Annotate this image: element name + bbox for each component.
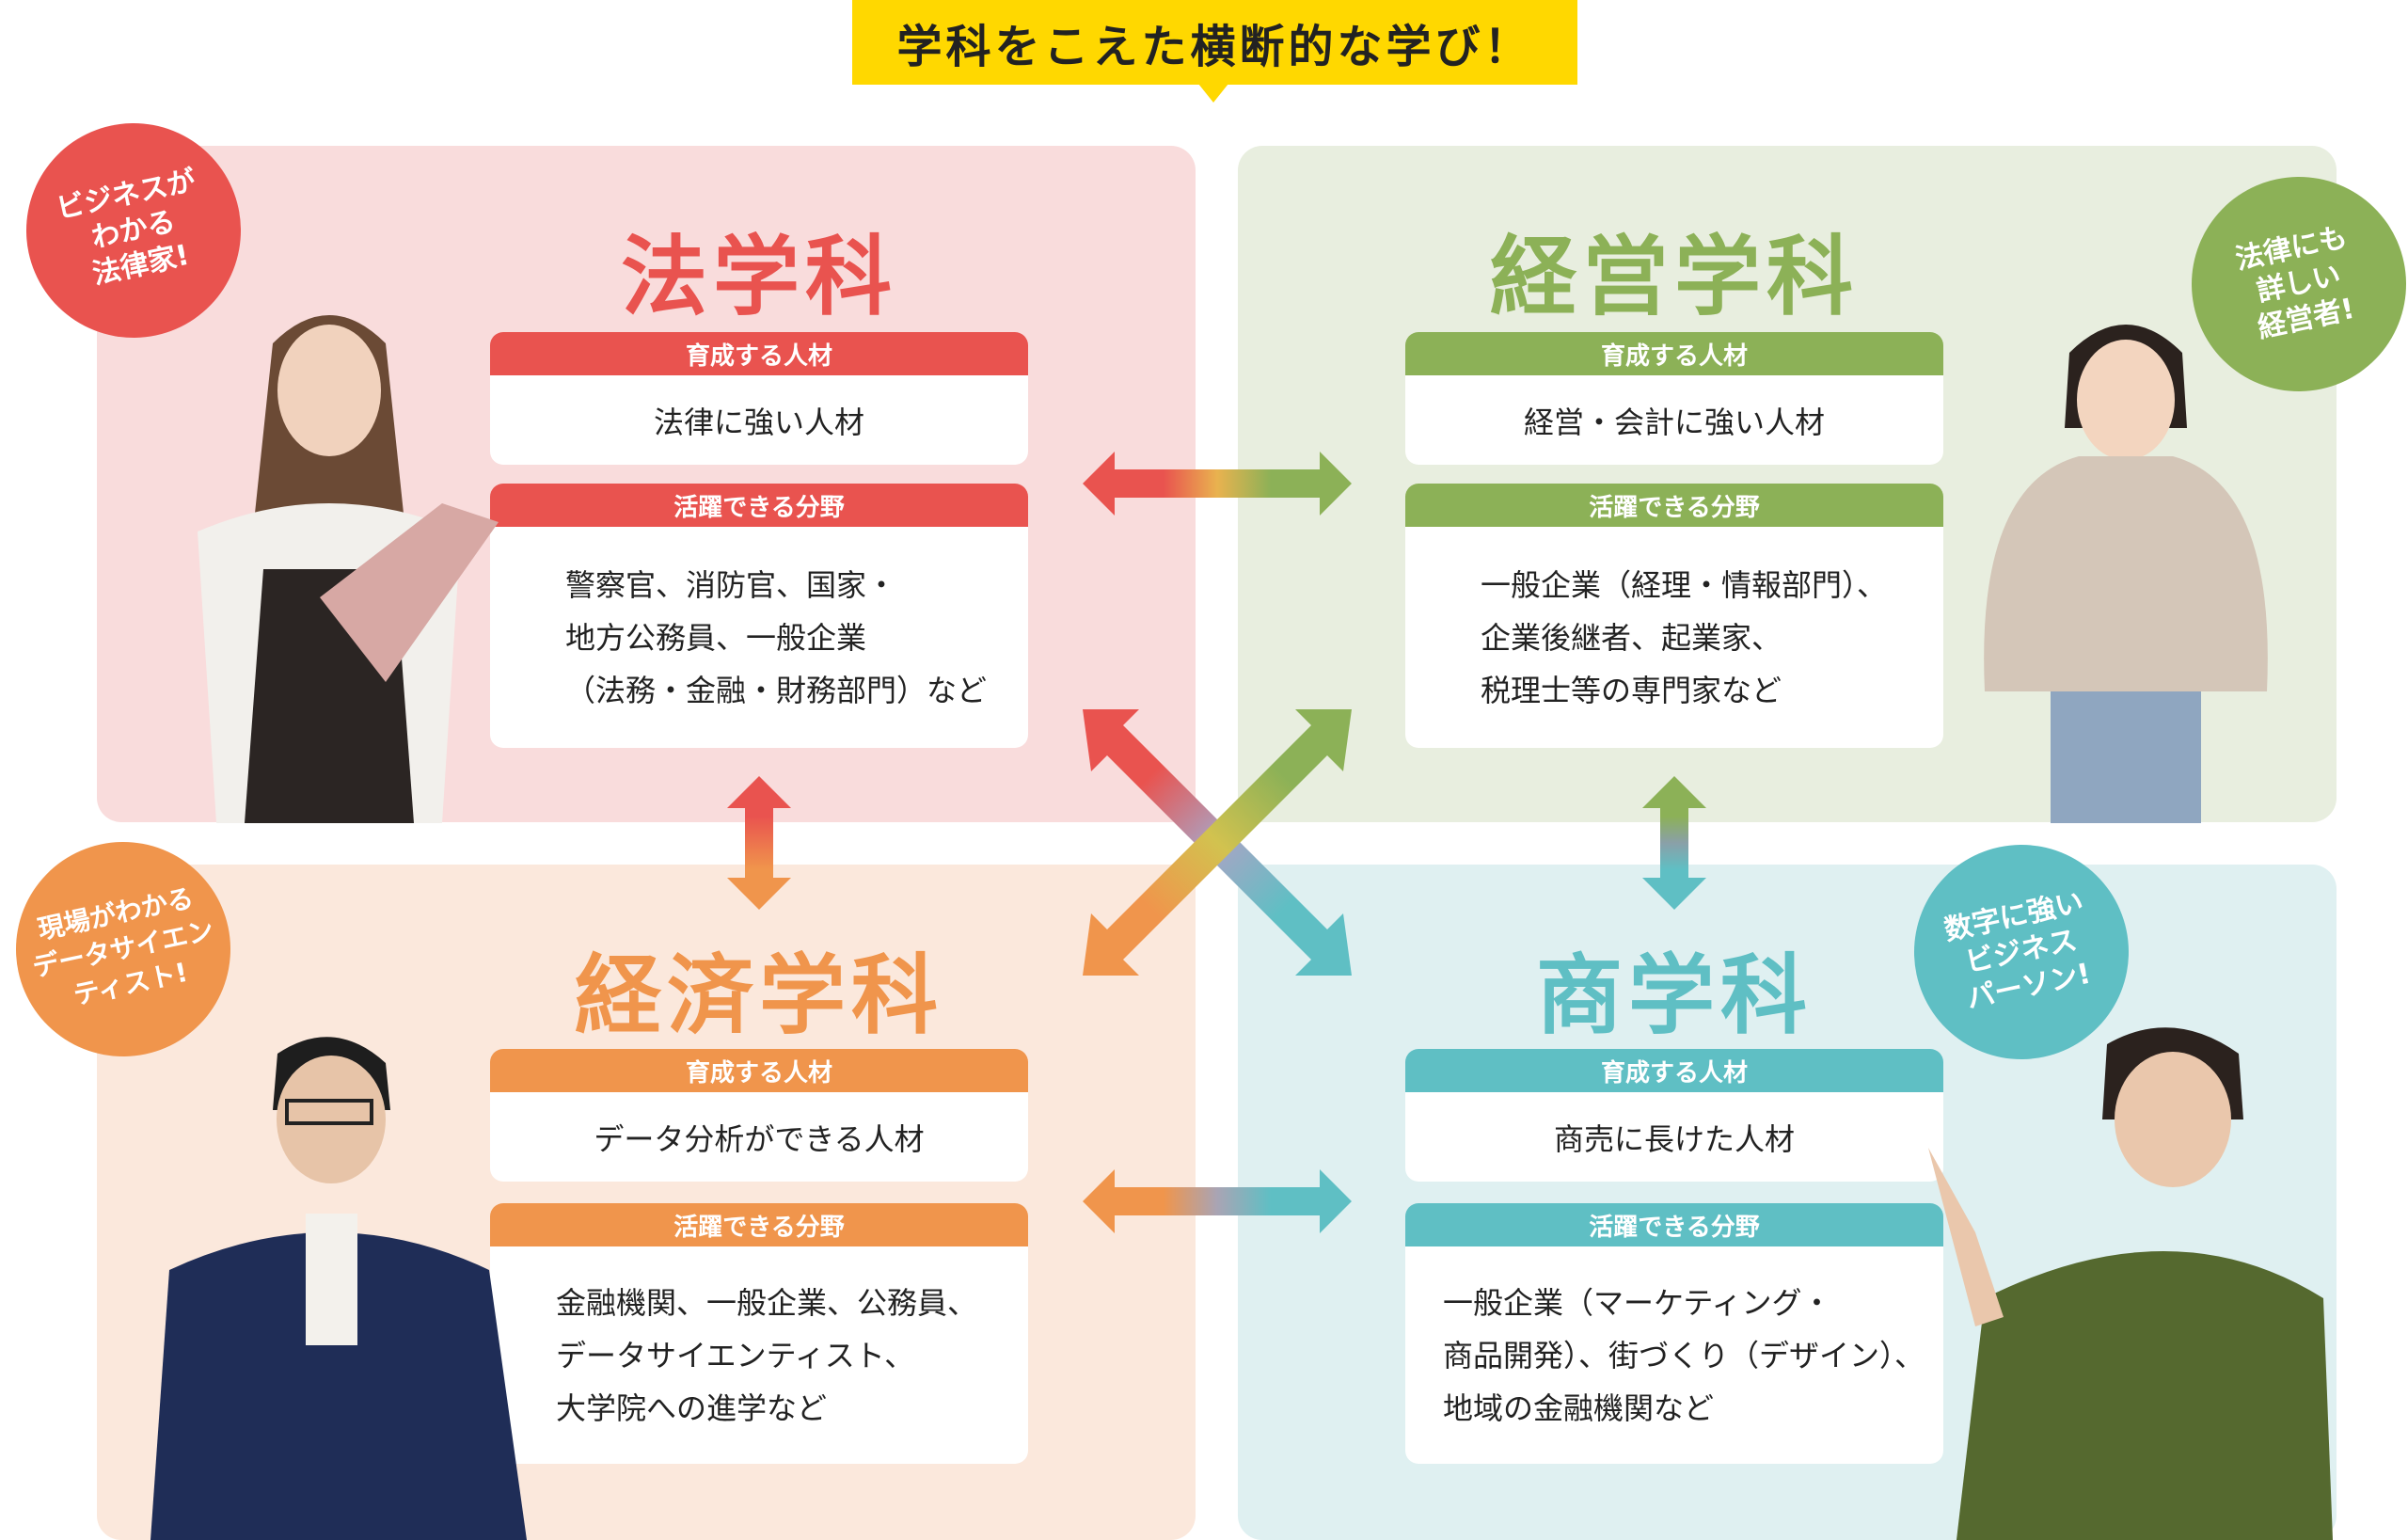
management-field-line: 企業後継者、起業家、 [1481, 619, 1782, 656]
fields-header: 活躍できる分野 [490, 1203, 1028, 1246]
economics-title: 経済学科 [574, 945, 943, 1046]
commerce-talent-box: 育成する人材 商売に長けた人材 [1405, 1049, 1943, 1182]
economics-fields-box: 活躍できる分野 金融機関、一般企業、公務員、 データサイエンティスト、 大学院へ… [490, 1203, 1028, 1464]
commerce-field-line: 商品開発）、街づくり（デザイン）、 [1443, 1337, 1925, 1373]
management-field-line: 一般企業（経理・情報部門）、 [1481, 566, 1888, 603]
fields-header: 活躍できる分野 [1405, 484, 1943, 527]
commerce-field-line: 一般企業（マーケティング・ [1443, 1284, 1832, 1321]
fields-header: 活躍できる分野 [490, 484, 1028, 527]
law-field-line: 地方公務員、一般企業 [565, 619, 867, 656]
banner-pointer [1198, 84, 1228, 103]
economics-talent-box: 育成する人材 データ分析ができる人材 [490, 1049, 1028, 1182]
management-student-photo [1984, 325, 2268, 823]
arrow-management-economics [1083, 709, 1352, 976]
economics-talent: データ分析ができる人材 [594, 1120, 925, 1157]
commerce-student-photo [1928, 1027, 2333, 1540]
law-fields-box: 活躍できる分野 警察官、消防官、国家・ 地方公務員、一般企業 （法務・金融・財務… [490, 484, 1028, 748]
commerce-field-line: 地域の金融機関など [1443, 1389, 1715, 1426]
law-field-line: （法務・金融・財務部門）など [565, 672, 988, 708]
arrow-law-management [1083, 452, 1352, 516]
talent-header: 育成する人材 [490, 1049, 1028, 1092]
management-talent: 経営・会計に強い人材 [1523, 404, 1825, 440]
arrow-management-commerce [1642, 776, 1706, 910]
commerce-talent: 商売に長けた人材 [1553, 1120, 1795, 1157]
arrow-economics-commerce [1083, 1169, 1352, 1233]
law-field-line: 警察官、消防官、国家・ [565, 566, 897, 603]
economics-field-line: データサイエンティスト、 [556, 1337, 915, 1373]
management-title: 経営学科 [1489, 227, 1859, 327]
page-banner: 学科をこえた横断的な学び！ [852, 0, 1577, 85]
management-field-line: 税理士等の専門家など [1481, 672, 1782, 708]
economics-student-photo [150, 1037, 527, 1540]
talent-header: 育成する人材 [1405, 1049, 1943, 1092]
economics-field-line: 金融機関、一般企業、公務員、 [556, 1284, 978, 1321]
fields-header: 活躍できる分野 [1405, 1203, 1943, 1246]
commerce-fields-box: 活躍できる分野 一般企業（マーケティング・ 商品開発）、街づくり（デザイン）、 … [1405, 1203, 1943, 1464]
commerce-title: 商学科 [1535, 945, 1813, 1046]
talent-header: 育成する人材 [1405, 332, 1943, 375]
law-talent-box: 育成する人材 法律に強い人材 [490, 332, 1028, 465]
economics-field-line: 大学院への進学など [556, 1389, 828, 1426]
law-student-photo [198, 315, 499, 823]
management-fields-box: 活躍できる分野 一般企業（経理・情報部門）、 企業後継者、起業家、 税理士等の専… [1405, 484, 1943, 748]
arrow-law-economics [727, 776, 791, 910]
law-title: 法学科 [620, 227, 897, 327]
talent-header: 育成する人材 [490, 332, 1028, 375]
management-talent-box: 育成する人材 経営・会計に強い人材 [1405, 332, 1943, 465]
law-talent: 法律に強い人材 [653, 404, 864, 440]
